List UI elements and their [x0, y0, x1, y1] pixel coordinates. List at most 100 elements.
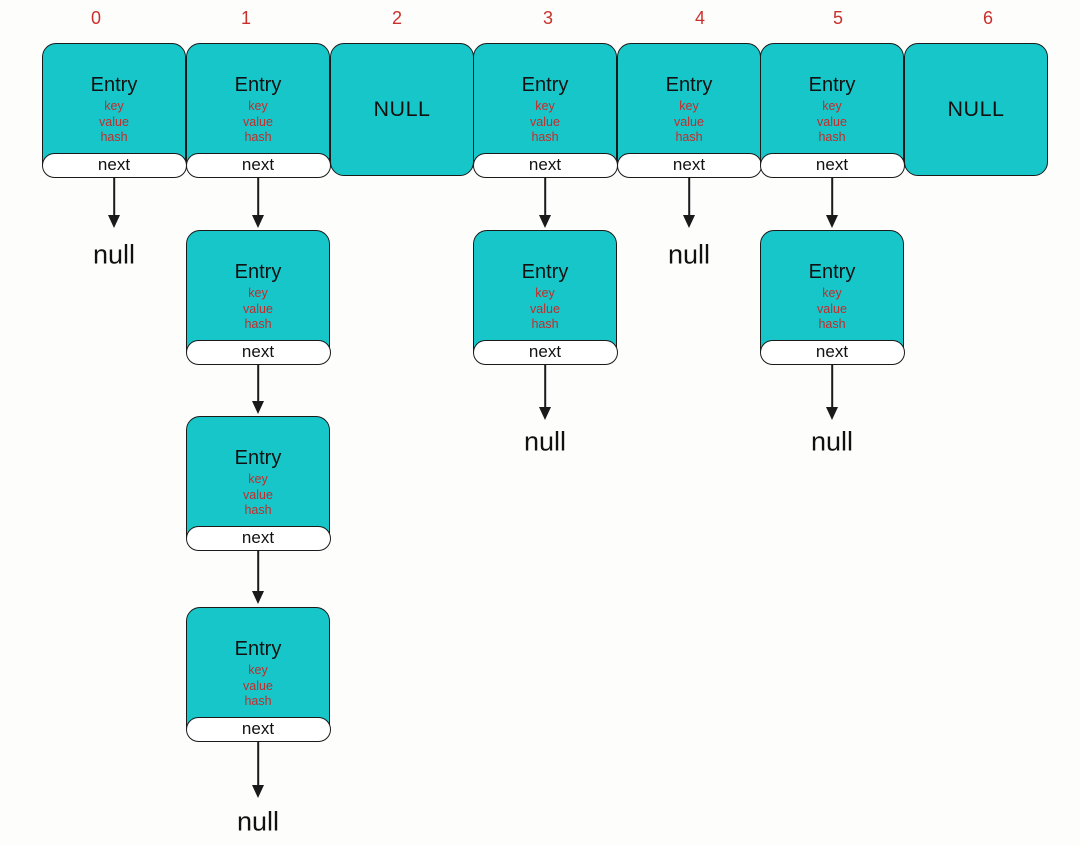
arrow-shaft	[113, 178, 115, 216]
entry-next-pointer: next	[472, 339, 618, 365]
pointer-arrow	[251, 365, 265, 414]
pointer-arrow	[107, 178, 121, 228]
bucket-index-label-3: 3	[542, 8, 554, 28]
entry-node-bucket5-level0: Entry key value hash next	[759, 43, 905, 178]
entry-field-key: key	[248, 663, 268, 677]
entry-fields: key value hash	[618, 99, 760, 146]
null-bucket-node-6: NULL	[904, 43, 1048, 176]
entry-title: Entry	[234, 261, 282, 283]
entry-field-key: key	[248, 472, 268, 486]
null-terminator-label: null	[92, 239, 136, 270]
entry-fields: key value hash	[761, 99, 903, 146]
entry-field-hash: hash	[100, 130, 128, 144]
arrow-head-icon	[683, 215, 695, 228]
arrow-shaft	[688, 178, 690, 216]
entry-field-key: key	[104, 99, 124, 113]
pointer-arrow	[538, 178, 552, 228]
entry-field-hash: hash	[818, 317, 846, 331]
entry-next-pointer: next	[185, 152, 331, 178]
entry-next-pointer: next	[759, 339, 905, 365]
entry-next-pointer: next	[185, 339, 331, 365]
arrow-head-icon	[252, 215, 264, 228]
entry-title: Entry	[234, 638, 282, 660]
entry-field-hash: hash	[244, 317, 272, 331]
entry-field-value: value	[243, 114, 273, 129]
arrow-shaft	[257, 365, 259, 402]
arrow-head-icon	[252, 591, 264, 604]
entry-fields: key value hash	[187, 472, 329, 519]
arrow-shaft	[257, 551, 259, 592]
null-bucket-node-2: NULL	[330, 43, 474, 176]
bucket-index-label-1: 1	[240, 8, 252, 28]
entry-field-value: value	[99, 114, 129, 129]
arrow-shaft	[544, 178, 546, 216]
null-terminator-label: null	[667, 239, 711, 270]
arrow-head-icon	[539, 215, 551, 228]
entry-node-bucket5-level1: Entry key value hash next	[759, 230, 905, 365]
entry-title: Entry	[521, 74, 569, 96]
bucket-index-label-2: 2	[391, 8, 403, 28]
entry-field-value: value	[530, 301, 560, 316]
entry-field-value: value	[243, 678, 273, 693]
entry-fields: key value hash	[187, 663, 329, 710]
entry-next-pointer: next	[185, 716, 331, 742]
entry-field-key: key	[535, 286, 555, 300]
entry-field-value: value	[530, 114, 560, 129]
entry-fields: key value hash	[187, 99, 329, 146]
entry-field-key: key	[822, 286, 842, 300]
entry-fields: key value hash	[187, 286, 329, 333]
entry-node-bucket1-level3: Entry key value hash next	[185, 607, 331, 742]
entry-field-key: key	[248, 99, 268, 113]
entry-next-pointer: next	[759, 152, 905, 178]
entry-next-pointer: next	[41, 152, 187, 178]
arrow-shaft	[544, 365, 546, 408]
pointer-arrow	[538, 365, 552, 420]
arrow-head-icon	[826, 407, 838, 420]
entry-node-bucket1-level0: Entry key value hash next	[185, 43, 331, 178]
entry-field-value: value	[243, 487, 273, 502]
entry-title: Entry	[808, 261, 856, 283]
entry-field-hash: hash	[675, 130, 703, 144]
entry-field-value: value	[817, 301, 847, 316]
entry-field-key: key	[535, 99, 555, 113]
entry-title: Entry	[521, 261, 569, 283]
entry-node-bucket3-level0: Entry key value hash next	[472, 43, 618, 178]
entry-next-pointer: next	[185, 525, 331, 551]
entry-node-bucket1-level1: Entry key value hash next	[185, 230, 331, 365]
pointer-arrow	[825, 365, 839, 420]
arrow-head-icon	[826, 215, 838, 228]
entry-field-key: key	[822, 99, 842, 113]
pointer-arrow	[825, 178, 839, 228]
null-terminator-label: null	[523, 426, 567, 457]
null-terminator-label: null	[236, 806, 280, 837]
bucket-index-label-6: 6	[982, 8, 994, 28]
entry-field-value: value	[243, 301, 273, 316]
arrow-head-icon	[252, 785, 264, 798]
entry-field-key: key	[248, 286, 268, 300]
arrow-shaft	[257, 178, 259, 216]
entry-fields: key value hash	[43, 99, 185, 146]
pointer-arrow	[251, 742, 265, 798]
entry-node-bucket1-level2: Entry key value hash next	[185, 416, 331, 551]
entry-title: Entry	[90, 74, 138, 96]
arrow-shaft	[831, 178, 833, 216]
entry-field-hash: hash	[818, 130, 846, 144]
entry-title: Entry	[808, 74, 856, 96]
null-terminator-label: null	[810, 426, 854, 457]
arrow-shaft	[257, 742, 259, 786]
entry-field-hash: hash	[244, 130, 272, 144]
arrow-shaft	[831, 365, 833, 408]
entry-fields: key value hash	[474, 99, 616, 146]
pointer-arrow	[251, 551, 265, 604]
entry-title: Entry	[234, 74, 282, 96]
entry-next-pointer: next	[616, 152, 762, 178]
entry-field-hash: hash	[531, 130, 559, 144]
entry-fields: key value hash	[761, 286, 903, 333]
entry-title: Entry	[665, 74, 713, 96]
arrow-head-icon	[539, 407, 551, 420]
bucket-index-label-0: 0	[90, 8, 102, 28]
pointer-arrow	[251, 178, 265, 228]
entry-fields: key value hash	[474, 286, 616, 333]
entry-title: Entry	[234, 447, 282, 469]
